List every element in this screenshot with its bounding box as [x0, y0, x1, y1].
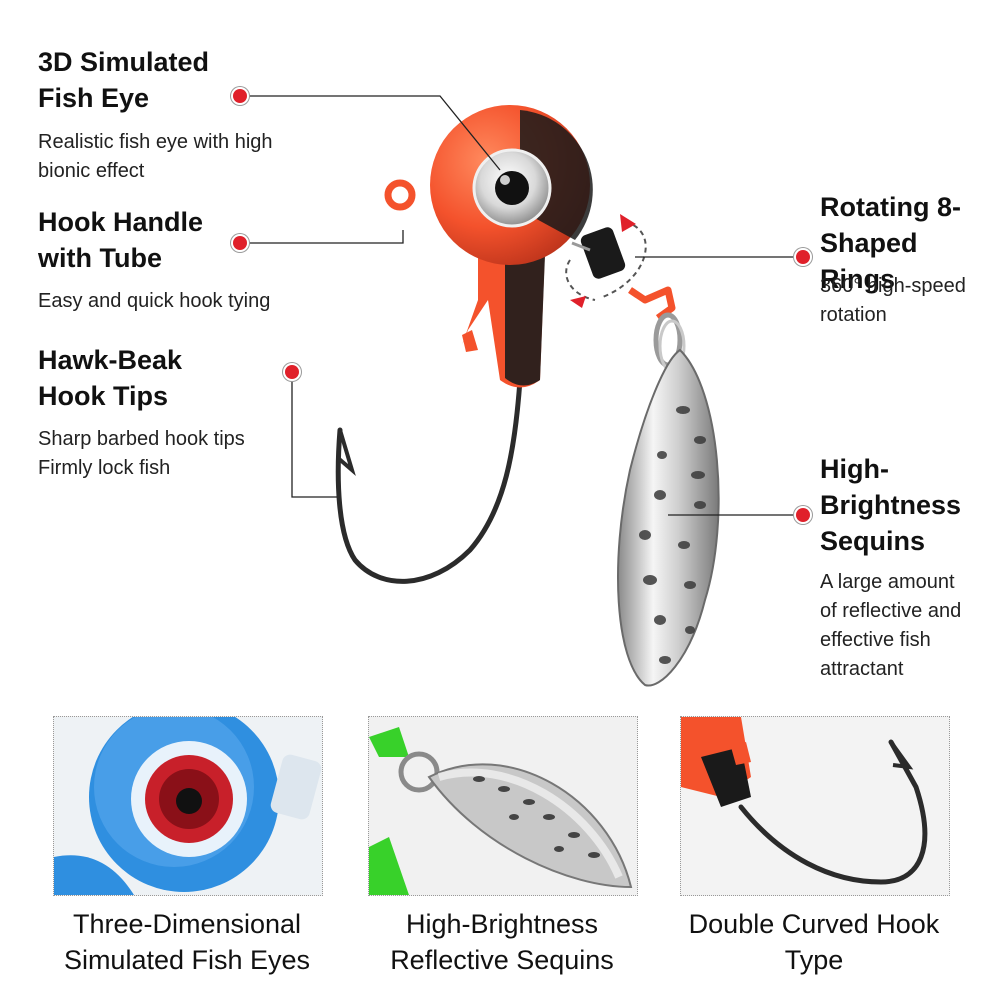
callout-dot-rings: [796, 250, 810, 264]
line-tie-loop: [384, 179, 416, 211]
caption-sequins: High-Brightness Reflective Sequins: [390, 909, 614, 975]
callout-lines: [247, 95, 795, 516]
caption-hook-type: Double Curved Hook Type: [688, 909, 940, 975]
willow-blade: [617, 348, 720, 687]
callout-dot-hawk: [285, 365, 299, 379]
caption-fish-eyes: Three-Dimensional Simulated Fish Eyes: [63, 909, 311, 975]
feature-hawk-desc: Sharp barbed hook tips Firmly lock fish: [38, 428, 245, 479]
thumbnail-sequins: [368, 716, 638, 896]
feature-eye-title: 3D Simulated Fish Eye: [38, 47, 210, 113]
hook-barb: [336, 429, 356, 476]
feature-handle-desc: Easy and quick hook tying: [38, 290, 271, 312]
callout-dot-eye: [233, 89, 247, 103]
feature-hawk-title: Hawk-Beak Hook Tips: [38, 345, 183, 411]
hook-shank: [335, 377, 523, 584]
thumbnail-fish-eye: [53, 716, 323, 896]
rotation-arrows: [599, 221, 647, 299]
callout-dot-sequins: [796, 508, 810, 522]
blade-dimples: [639, 406, 706, 664]
split-connector: [628, 286, 676, 321]
callout-dot-handle: [233, 236, 247, 250]
feature-eye-desc: Realistic fish eye with high bionic effe…: [38, 131, 273, 182]
feature-sequins-desc: A large amount of reflective and effecti…: [820, 571, 962, 680]
feature-rings-desc: 360° high-speed rotation: [820, 275, 966, 326]
feature-rings-title: Rotating 8- Shaped Rings: [820, 192, 961, 294]
jig-lure-illustration: [247, 95, 795, 687]
feature-handle-title: Hook Handle with Tube: [38, 207, 204, 273]
thumbnail-hook: [680, 716, 950, 896]
swivel-barrel: [580, 227, 626, 279]
feature-sequins-title: High- Brightness Sequins: [820, 454, 962, 556]
